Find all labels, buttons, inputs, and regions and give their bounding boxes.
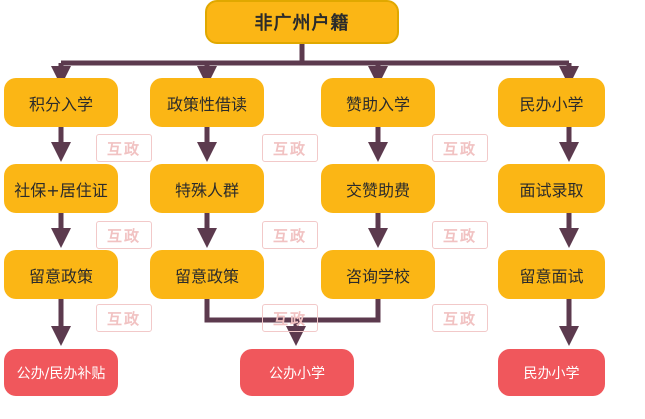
branch-node-points: 积分入学: [4, 78, 118, 127]
step-node-social-insurance: 社保+居住证: [4, 164, 118, 213]
policy-node-3: 咨询学校: [321, 250, 435, 299]
result-node-public-private-subsidy: 公办/民办补贴: [4, 349, 118, 396]
policy-node-4: 留意面试: [498, 250, 605, 299]
step-node-sponsor-fee: 交赞助费: [321, 164, 435, 213]
step-node-interview: 面试录取: [498, 164, 605, 213]
policy-node-1: 留意政策: [4, 250, 118, 299]
branch-node-policy-study: 政策性借读: [150, 78, 264, 127]
branch-node-sponsor: 赞助入学: [321, 78, 435, 127]
root-node: 非广州户籍: [205, 0, 399, 44]
policy-node-2: 留意政策: [150, 250, 264, 299]
branch-node-private: 民办小学: [498, 78, 605, 127]
result-node-private-primary: 民办小学: [498, 349, 605, 396]
step-node-special-group: 特殊人群: [150, 164, 264, 213]
result-node-public-primary: 公办小学: [240, 349, 354, 396]
merge-connector: [204, 299, 381, 323]
